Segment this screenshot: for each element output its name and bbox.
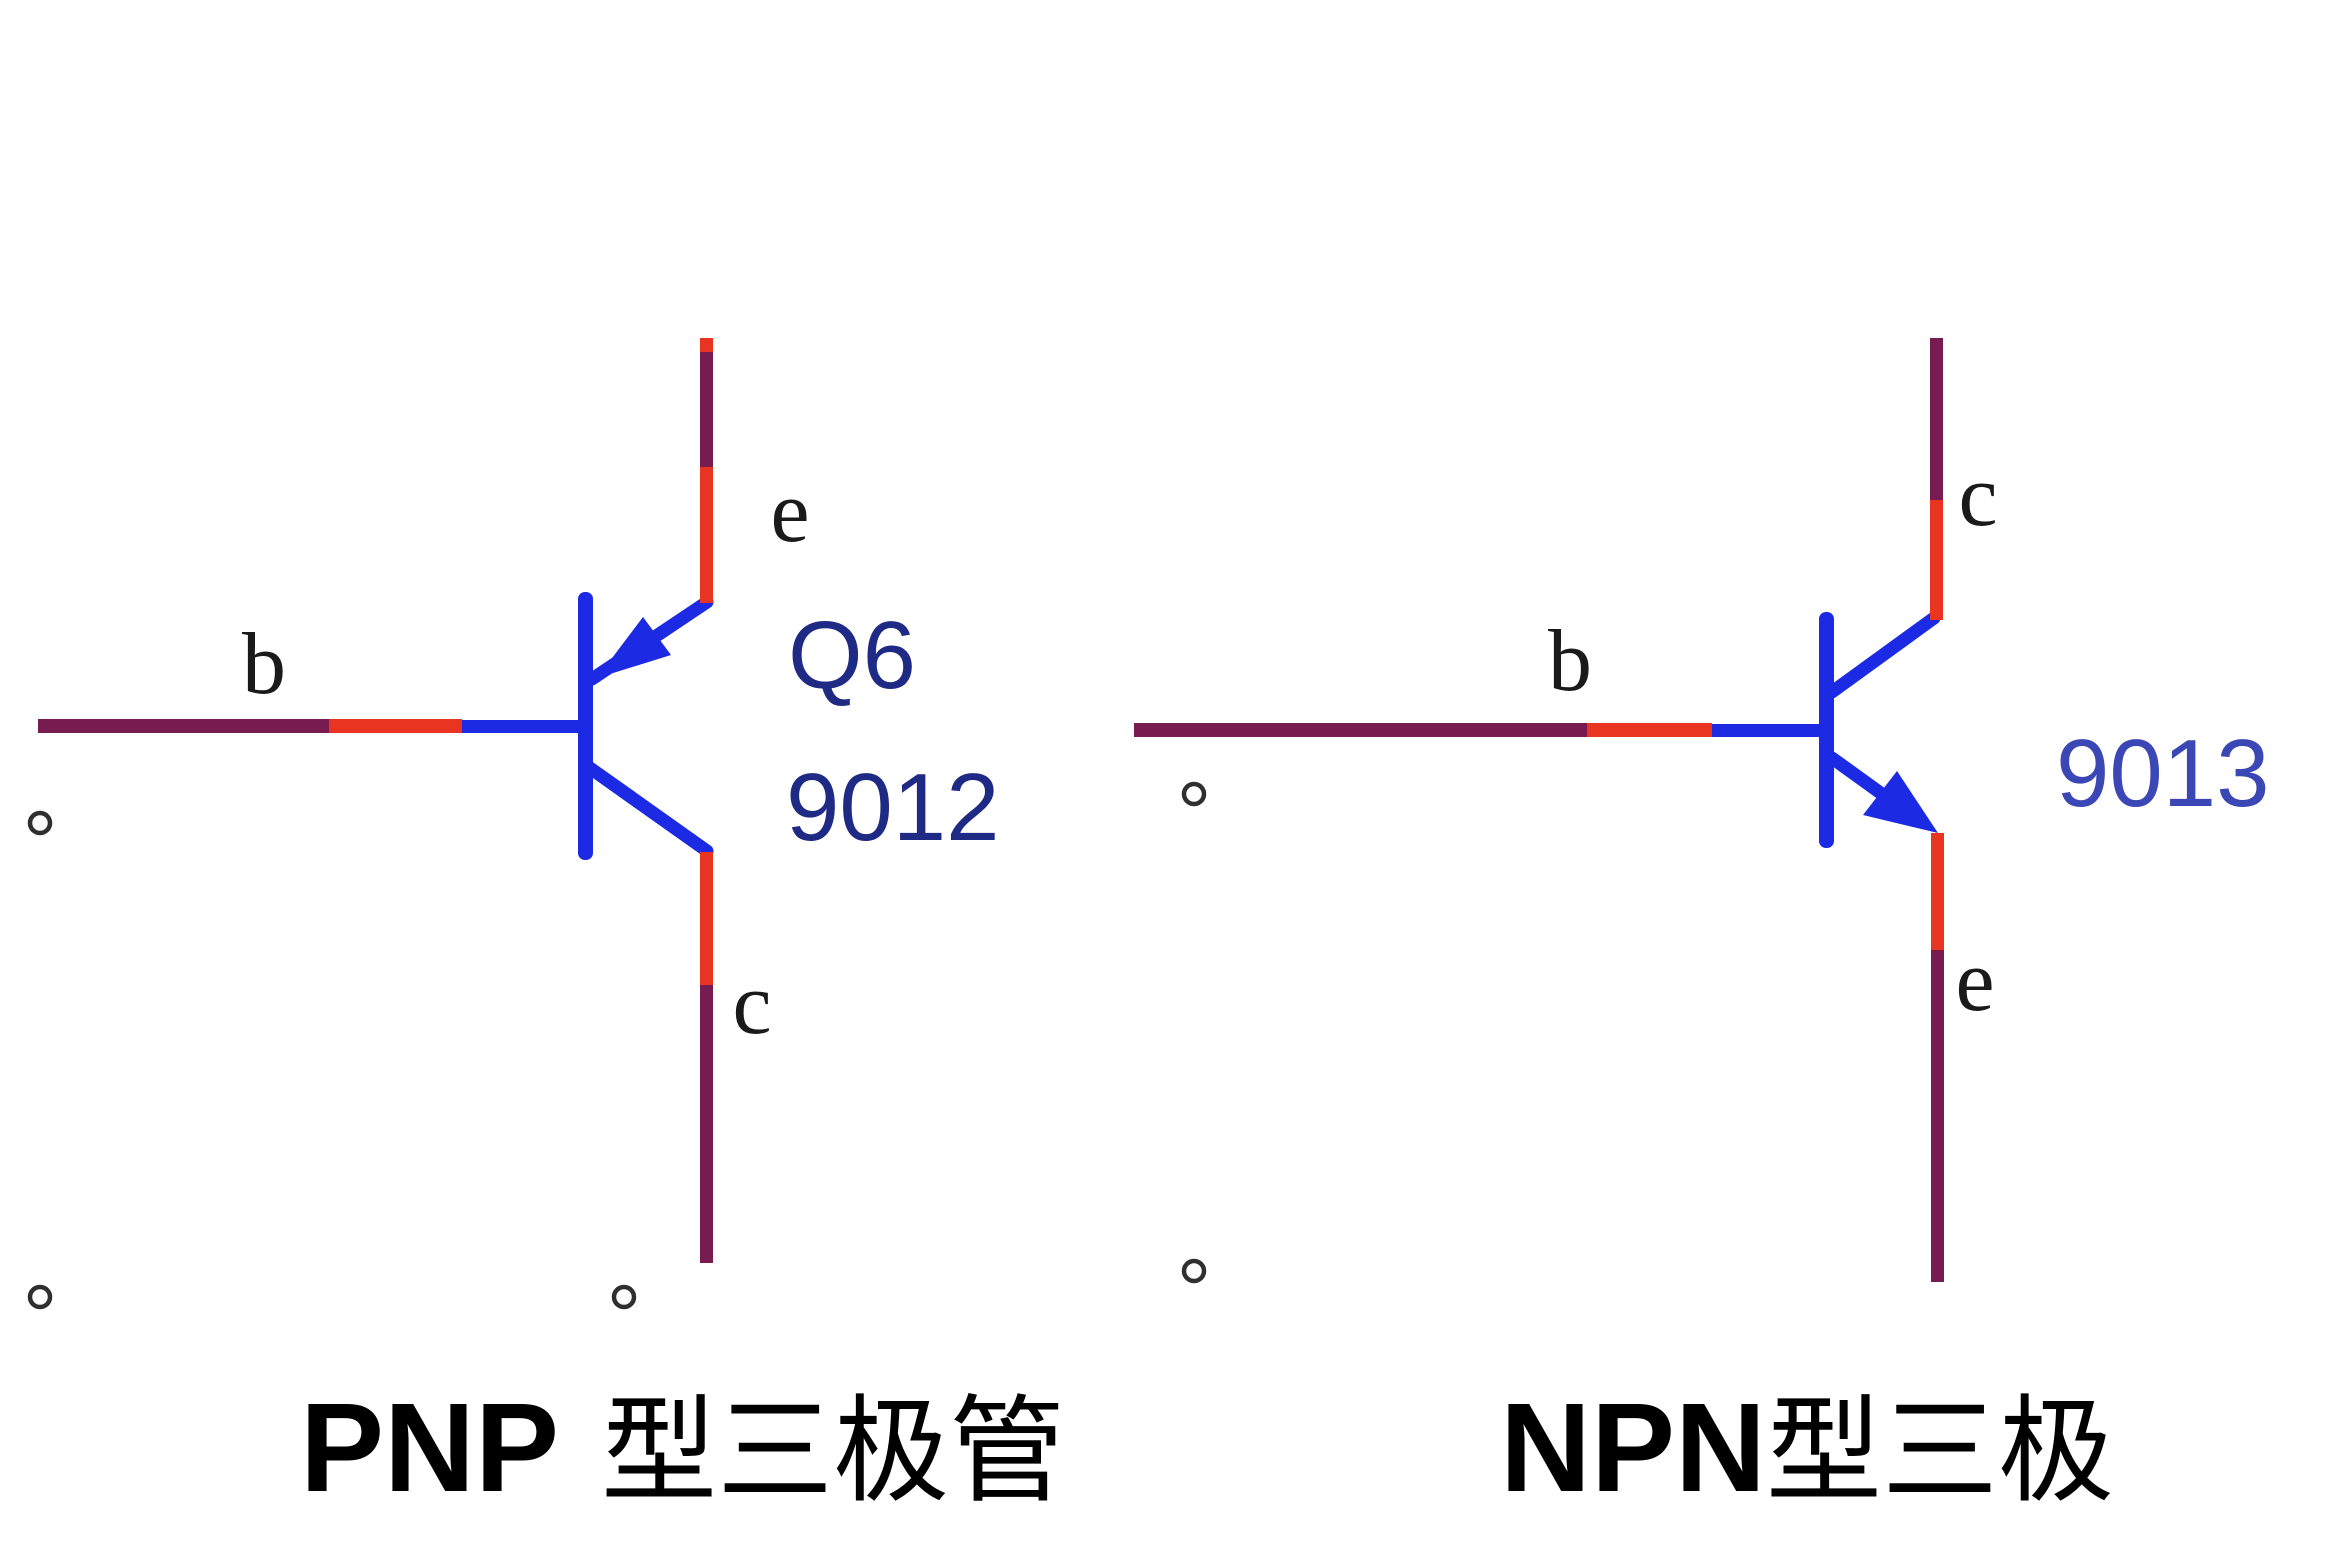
pnp-emitter-wire-tip — [700, 338, 713, 352]
pnp-transistor-symbol — [38, 338, 714, 1263]
pnp-base-wire-outer — [38, 719, 329, 733]
npn-part-number: 9013 — [2056, 720, 2270, 827]
pnp-collector-wire-inner — [700, 852, 713, 985]
connection-point-icon — [611, 1284, 637, 1310]
npn-emitter-arrow-icon — [1863, 771, 1938, 833]
npn-emitter-pin-label: e — [1955, 933, 1995, 1030]
npn-base-wire-outer — [1134, 723, 1587, 737]
pnp-caption-latin: PNP — [300, 1377, 560, 1518]
connection-point-icon — [27, 1284, 53, 1310]
pnp-base-pin-label: b — [242, 616, 286, 713]
npn-collector-pin-label: c — [1958, 448, 1998, 545]
connection-point-icon — [1181, 781, 1207, 807]
pnp-emitter-arrow-icon — [597, 617, 671, 678]
npn-emitter-wire-inner — [1931, 833, 1944, 950]
npn-collector-wire-inner — [1930, 500, 1943, 620]
pnp-base-bar — [578, 592, 593, 860]
pnp-emitter-wire-outer — [700, 352, 713, 467]
npn-emitter-wire-outer — [1931, 950, 1944, 1282]
npn-caption-cjk: 型三极 — [1766, 1389, 2115, 1517]
pnp-caption: PNP 型三极管 — [300, 1377, 1066, 1518]
connection-point-icon — [1181, 1258, 1207, 1284]
npn-caption: NPN 型三极 — [1500, 1377, 2115, 1518]
npn-base-bar — [1819, 612, 1834, 848]
pnp-base-lead — [462, 720, 587, 733]
pnp-collector-pin-label: c — [732, 956, 772, 1053]
npn-collector-diagonal — [1825, 611, 1941, 699]
connection-points — [27, 781, 1207, 1310]
pnp-caption-cjk: 型三极管 — [601, 1389, 1066, 1517]
pnp-collector-diagonal — [583, 761, 714, 858]
npn-caption-latin: NPN — [1500, 1377, 1767, 1518]
npn-transistor-symbol — [1134, 338, 1944, 1282]
npn-base-lead — [1712, 724, 1824, 737]
npn-collector-wire-outer — [1930, 338, 1943, 500]
connection-point-icon — [27, 810, 53, 836]
pnp-base-wire-inner — [329, 719, 462, 733]
pnp-part-number: 9012 — [786, 754, 1000, 861]
pnp-collector-wire-outer — [700, 985, 713, 1263]
pnp-emitter-pin-label: e — [770, 464, 810, 561]
pnp-designator: Q6 — [788, 602, 917, 709]
pnp-emitter-wire-inner — [700, 467, 713, 603]
npn-base-pin-label: b — [1548, 613, 1592, 710]
npn-base-wire-inner — [1587, 723, 1712, 737]
